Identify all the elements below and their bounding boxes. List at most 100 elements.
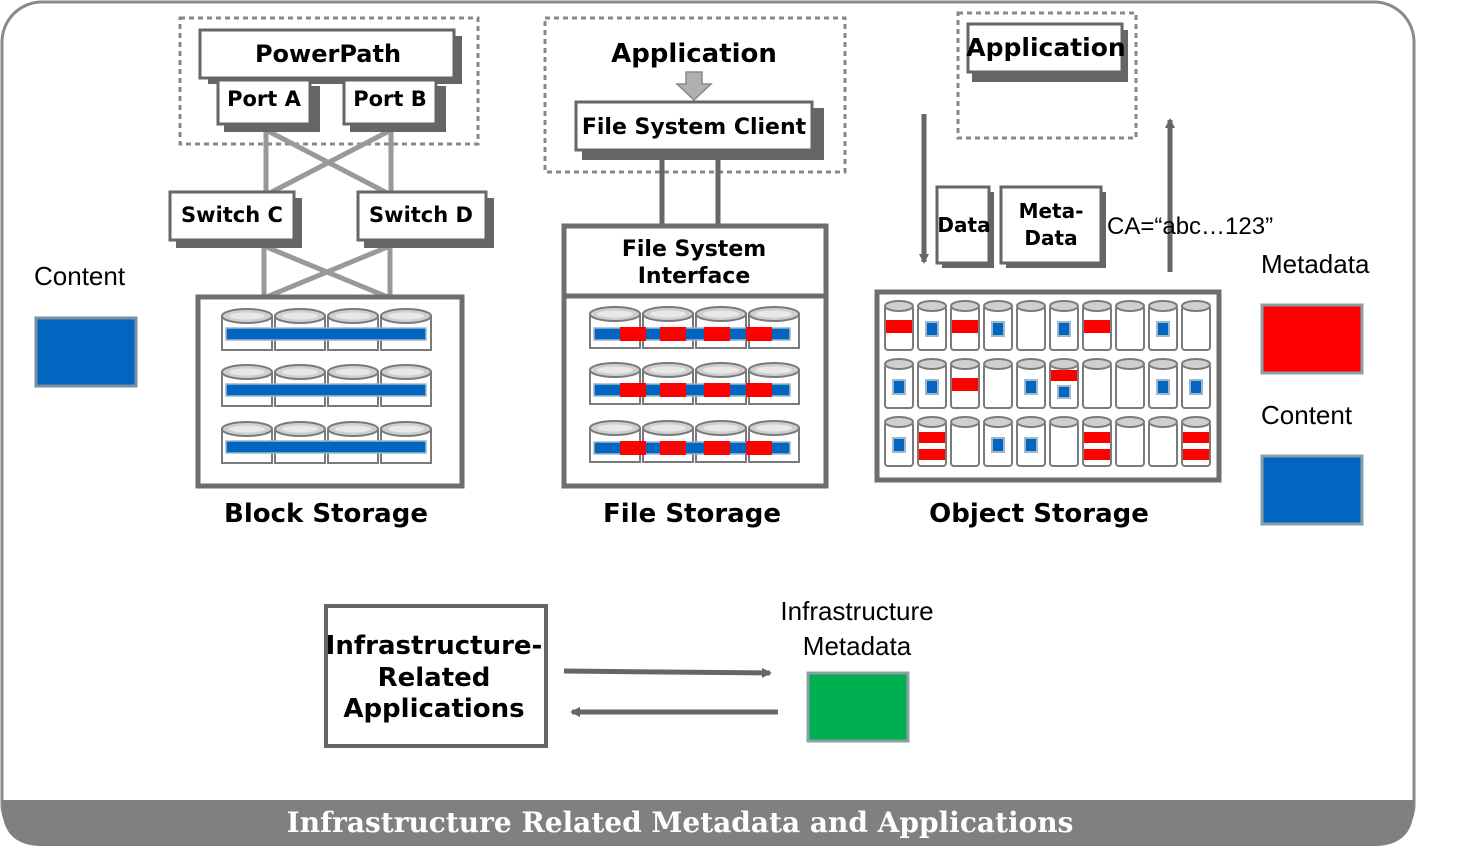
infra-apps-box [324,604,548,748]
data-label: Data [937,213,990,237]
disk-top-inner [597,366,633,374]
object-disk-body [1016,305,1046,351]
powerpath-box [198,28,456,80]
disk-top-inner [388,312,424,320]
metadata-block [620,327,646,341]
meta-data-label-1: Meta- [1019,199,1084,223]
content-stripe [225,383,427,397]
infra-metadata-label-1: Infrastructure [780,596,933,626]
object-disk-top [1181,358,1211,370]
block-storage-group: PowerPath Port A Port B Switch C Switch … [168,16,494,529]
object-disk-top [1115,358,1145,370]
disk-top-inner [756,424,792,432]
metadata-object [952,320,978,333]
object-disk-top [884,358,914,370]
object-disk-body [983,363,1013,409]
object-disk-body [1115,305,1145,351]
disk-top-inner [229,368,265,376]
metadata-block [660,383,686,397]
metadata-block [704,327,730,341]
infra-metadata-swatch [806,671,910,743]
metadata-object [1084,449,1110,460]
metadata-block [620,383,646,397]
fs-interface-label-2: Interface [638,264,751,289]
disk-top-inner [703,310,739,318]
object-disk-top [950,416,980,428]
down-arrow-icon [675,71,713,102]
right-arrow [563,667,772,678]
infra-metadata-label-2: Metadata [803,631,912,661]
object-disk-top [917,358,947,370]
object-disk-top [1181,416,1211,428]
disk-top-inner [597,310,633,318]
object-disk-body [1115,363,1145,409]
content-stripe [225,440,427,454]
disk-top-inner [388,425,424,433]
file-storage-label: File Storage [603,499,781,529]
object-disk-top [1148,358,1178,370]
object-storage-label: Object Storage [929,499,1149,529]
metadata-block [746,327,772,341]
object-disk-top [1049,358,1079,370]
fs-client-label: File System Client [582,115,807,140]
metadata-object [952,378,978,391]
content-legend-right-swatch [1260,454,1364,526]
metadata-object [1183,432,1209,443]
switch-d-label: Switch D [369,203,473,227]
content-object [1156,321,1170,337]
content-object [1189,379,1203,395]
file-disk-array [589,306,800,463]
object-disk-top [1082,358,1112,370]
block-connections [261,127,394,301]
switch-d-box [356,190,488,242]
content-legend-right-label: Content [1261,400,1353,430]
disk-top-inner [282,368,318,376]
powerpath-dashed-frame [178,16,480,146]
object-disk-body [1082,363,1112,409]
content-object [1057,385,1071,399]
disk-top-inner [335,425,371,433]
object-disk-top [1016,300,1046,312]
metadata-object [1051,370,1077,381]
infra-apps-line-1: Infrastructure- [326,631,543,661]
object-disk-body [1049,421,1079,467]
object-disk-body [1148,421,1178,467]
object-disk-top [1115,300,1145,312]
object-disk-top [1016,358,1046,370]
port-a-box [216,78,312,126]
disk-top-inner [335,312,371,320]
metadata-object [919,432,945,443]
metadata-block [704,383,730,397]
object-disk-body [1181,305,1211,351]
object-disk-top [1049,300,1079,312]
switch-c-label: Switch C [181,203,283,227]
object-disk-body [1115,421,1145,467]
metadata-object [886,320,912,333]
meta-data-box [999,185,1103,265]
disk-top-inner [756,366,792,374]
file-application-label: Application [611,39,777,69]
caption-text: Infrastructure Related Metadata and Appl… [287,806,1074,839]
switch-c-box [168,190,296,242]
file-app-dashed-frame [543,16,847,174]
ca-label: CA=“abc…123” [1107,213,1273,240]
infra-apps-line-2: Related [378,663,491,693]
content-object [991,437,1005,453]
metadata-block [660,441,686,455]
disk-top-inner [756,310,792,318]
object-disk-top [1082,300,1112,312]
object-disk-top [983,358,1013,370]
content-object [925,379,939,395]
object-disk-top [1016,416,1046,428]
data-box [935,185,991,265]
metadata-block [746,441,772,455]
fs-interface-label-1: File System [622,237,766,262]
metadata-block [660,327,686,341]
disk-top-inner [282,425,318,433]
block-storage-label: Block Storage [224,499,428,529]
object-disk-top [950,358,980,370]
metadata-object [1183,449,1209,460]
object-disk-top [917,416,947,428]
disk-top-inner [229,312,265,320]
